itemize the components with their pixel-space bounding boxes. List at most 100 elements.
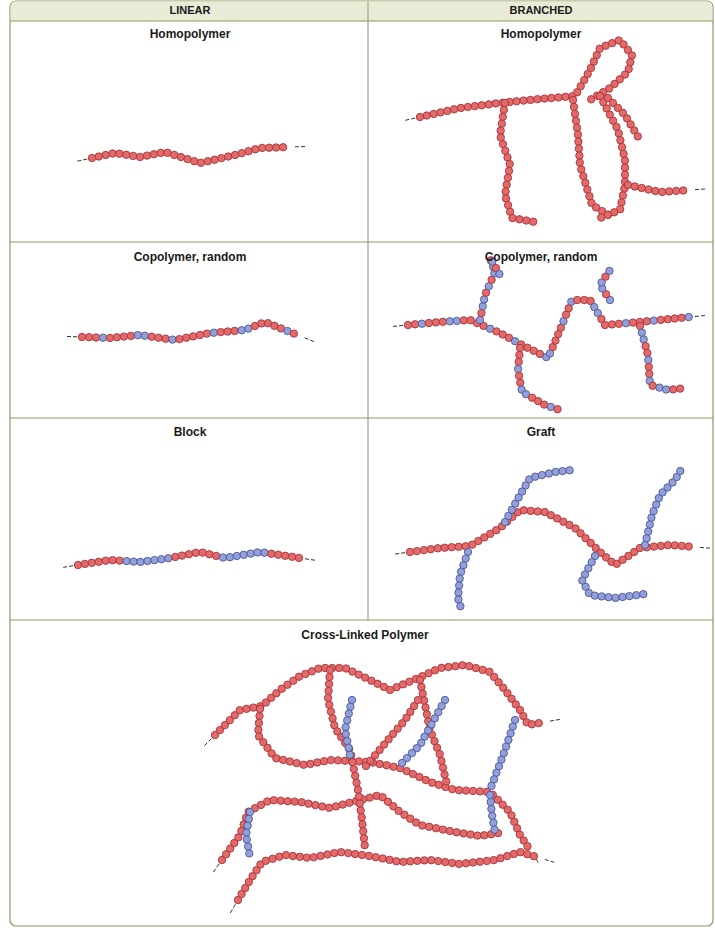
monomer-bead [490, 856, 497, 863]
monomer-bead [634, 133, 641, 140]
monomer-bead [136, 153, 143, 160]
monomer-bead [641, 541, 648, 548]
monomer-bead [666, 188, 673, 195]
monomer-bead [479, 666, 486, 673]
chain-continuation [213, 864, 219, 873]
monomer-bead [211, 156, 218, 163]
monomer-bead [289, 852, 296, 859]
monomer-bead [344, 717, 351, 724]
monomer-bead [576, 159, 583, 166]
monomer-bead [106, 334, 113, 341]
monomer-bead [345, 744, 352, 751]
cell-title: Block [174, 425, 207, 439]
monomer-bead [462, 787, 469, 794]
monomer-bead [650, 543, 657, 550]
monomer-bead [358, 814, 365, 821]
monomer-bead [497, 127, 504, 134]
monomer-bead [502, 188, 509, 195]
monomer-bead [279, 756, 286, 763]
monomer-bead [640, 591, 647, 598]
monomer-bead [414, 857, 421, 864]
monomer-bead [517, 379, 524, 386]
row-line [10, 21, 713, 22]
monomer-bead [376, 760, 383, 767]
monomer-bead [644, 349, 651, 356]
monomer-bead [656, 384, 663, 391]
monomer-bead [617, 137, 624, 144]
monomer-bead [615, 320, 622, 327]
monomer-bead [500, 106, 507, 113]
monomer-bead [428, 857, 435, 864]
monomer-bead [314, 759, 321, 766]
monomer-bead [552, 468, 559, 475]
monomer-bead [270, 797, 277, 804]
monomer-bead [631, 183, 638, 190]
monomer-bead [474, 832, 481, 839]
monomer-bead [460, 830, 467, 837]
monomer-bead [312, 801, 319, 808]
monomer-bead [123, 151, 130, 158]
monomer-bead [516, 216, 523, 223]
monomer-bead [678, 314, 685, 321]
monomer-bead [199, 549, 206, 556]
cell-title: Homopolymer [150, 27, 231, 41]
monomer-bead [256, 705, 263, 712]
monomer-bead [680, 187, 687, 194]
monomer-bead [319, 803, 326, 810]
monomer-bead [601, 321, 608, 328]
monomer-bead [324, 694, 331, 701]
monomer-bead [624, 181, 631, 188]
monomer-bead [246, 850, 253, 857]
monomer-bead [120, 333, 127, 340]
monomer-bead [238, 327, 245, 334]
monomer-bead [346, 751, 353, 758]
monomer-bead [575, 138, 582, 145]
monomer-bead [423, 711, 430, 718]
monomer-bead [349, 759, 356, 766]
monomer-bead [353, 779, 360, 786]
monomer-bead [393, 858, 400, 865]
monomer-bead [638, 329, 645, 336]
monomer-bead [618, 143, 625, 150]
chain-continuation [230, 904, 236, 913]
monomer-bead [480, 296, 487, 303]
monomer-bead [446, 318, 453, 325]
monomer-bead [619, 192, 626, 199]
monomer-bead [326, 673, 333, 680]
monomer-bead [113, 334, 120, 341]
monomer-bead [361, 842, 368, 849]
monomer-bead [569, 96, 576, 103]
monomer-bead [243, 705, 250, 712]
monomer-bead [327, 708, 334, 715]
column-header: BRANCHED [510, 4, 573, 16]
monomer-bead [673, 187, 680, 194]
monomer-bead [95, 558, 102, 565]
monomer-bead [509, 214, 516, 221]
chain-continuation [700, 547, 711, 549]
monomer-bead [555, 94, 562, 101]
monomer-bead [150, 151, 157, 158]
monomer-bead [538, 471, 545, 478]
monomer-bead [627, 59, 634, 66]
monomer-bead [310, 854, 317, 861]
monomer-bead [298, 799, 305, 806]
monomer-bead [437, 109, 444, 116]
monomer-bead [490, 819, 497, 826]
monomer-bead [247, 550, 254, 557]
monomer-bead [176, 335, 183, 342]
monomer-bead [162, 335, 169, 342]
monomer-bead [99, 334, 106, 341]
monomer-bead [628, 52, 635, 59]
monomer-bead [678, 542, 685, 549]
monomer-bead [562, 93, 569, 100]
monomer-bead [646, 521, 653, 528]
monomer-bead [530, 218, 537, 225]
monomer-bead [527, 96, 534, 103]
monomer-bead [416, 113, 423, 120]
monomer-bead [524, 851, 531, 858]
monomer-bead [505, 167, 512, 174]
monomer-bead [426, 823, 433, 830]
monomer-bead [478, 102, 485, 109]
cell-title: Cross-Linked Polymer [301, 628, 428, 642]
monomer-bead [534, 508, 541, 515]
